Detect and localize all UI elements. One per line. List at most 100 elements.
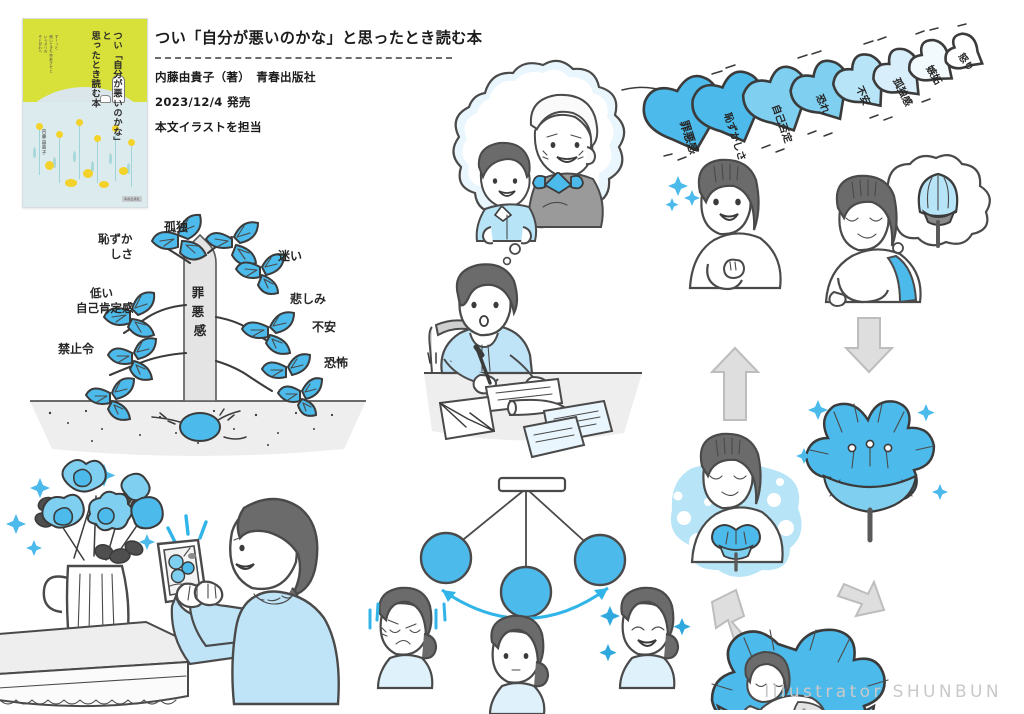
flower-vase-still-life bbox=[0, 459, 189, 708]
child-figure bbox=[475, 141, 538, 245]
cover-flower bbox=[65, 179, 77, 187]
letter-sheet-front bbox=[522, 415, 586, 459]
tree-label-kyofu: 恐怖 bbox=[324, 355, 348, 370]
cover-leaf bbox=[127, 163, 130, 174]
cover-flower bbox=[99, 181, 109, 188]
mobile-balance-diagram bbox=[368, 476, 691, 714]
photographer-head bbox=[229, 497, 319, 607]
chair-back bbox=[428, 326, 433, 374]
weight-right bbox=[573, 533, 627, 587]
tree-label-low-self-esteem: 低い自己肯定感 bbox=[76, 286, 134, 315]
person-writing-at-desk bbox=[424, 263, 642, 459]
face-sad bbox=[368, 586, 447, 690]
stems bbox=[57, 495, 139, 561]
cover-cat bbox=[100, 95, 111, 103]
motion-lines bbox=[427, 352, 437, 364]
sparkle-group bbox=[665, 176, 700, 212]
vase-shading bbox=[77, 573, 115, 637]
cover-author: 内藤由貴子 bbox=[42, 129, 47, 155]
cover-stem bbox=[115, 129, 116, 181]
worry-lines bbox=[368, 602, 447, 630]
cover-flower bbox=[76, 119, 83, 126]
meta-role: 本文イラストを担当 bbox=[155, 120, 262, 134]
cover-stem bbox=[39, 127, 40, 175]
weight-center bbox=[499, 565, 553, 619]
cover-stem bbox=[79, 123, 80, 179]
emotion-tree-diagram: 罪 悪 感 孤独 恥ずかしさ 迷い 低い自己肯定感 悲しみ 不安 禁止令 恐怖 bbox=[30, 213, 366, 456]
self-care-flower-cycle bbox=[665, 153, 991, 710]
cover-flower bbox=[128, 139, 135, 146]
cover-leaf bbox=[91, 161, 94, 172]
tree-label-mayoi: 迷い bbox=[278, 248, 302, 263]
tree-label-hazukashisa: 恥ずかしさ bbox=[98, 232, 133, 261]
meta-author-publisher: 内藤由貴子（著） 青春出版社 bbox=[155, 70, 316, 84]
tree-label-fuan: 不安 bbox=[312, 319, 336, 334]
cover-leaf bbox=[53, 157, 56, 168]
header-block: つい「自分が悪いのかな」と思ったとき読む本 内藤由貴子（著） 青春出版社 202… bbox=[155, 26, 585, 135]
cover-publisher: 青春出版社 bbox=[121, 196, 142, 202]
finger-lines bbox=[187, 583, 217, 601]
illustrator-credit: Illustrator SHUNBUN bbox=[764, 682, 1002, 702]
cover-leaf bbox=[109, 153, 112, 164]
seed-of-guilt bbox=[179, 412, 221, 442]
cover-flower bbox=[112, 125, 119, 132]
vase-handle bbox=[42, 575, 69, 614]
flower-sparkles bbox=[796, 400, 948, 500]
cover-flower bbox=[119, 167, 128, 175]
screen-flowers bbox=[168, 547, 196, 587]
arc-arrow-right bbox=[594, 588, 608, 600]
woman-calm-figure bbox=[824, 174, 922, 307]
soil-speckles bbox=[48, 409, 334, 446]
letter-lines-front bbox=[533, 427, 575, 443]
page-title: つい「自分が悪いのかな」と思ったとき読む本 bbox=[155, 29, 483, 47]
cover-leaf bbox=[73, 151, 76, 162]
arrow-up-left bbox=[709, 346, 761, 421]
bud-thought-bubble bbox=[882, 153, 991, 265]
collar-detail bbox=[253, 593, 293, 602]
woman-with-flower-glow bbox=[670, 432, 802, 577]
blanket-dots bbox=[802, 708, 806, 710]
book-cover-image: つい「自分が悪いのかな」と 思ったとき読む本 ずーっと 続いてきた 思考グセ と… bbox=[22, 18, 148, 208]
writer-figure bbox=[440, 263, 550, 397]
flash-lines bbox=[166, 514, 208, 546]
arrow-down-right bbox=[843, 317, 895, 374]
cover-flower bbox=[45, 161, 54, 170]
blue-flowers bbox=[41, 459, 164, 532]
arrow-down-into-bed bbox=[836, 579, 886, 618]
chest-flower bbox=[711, 524, 761, 572]
meta-release-date: 2023/12/4 発売 bbox=[155, 95, 251, 109]
cloth-fold bbox=[0, 675, 187, 689]
cover-stem bbox=[131, 143, 132, 187]
cover-catchcopy: ずーっと 続いてきた 思考グセ と いうオリの そとがわへ bbox=[38, 35, 59, 73]
cover-flower bbox=[94, 135, 101, 142]
woman-joyful-figure bbox=[665, 158, 782, 291]
flower-stamens bbox=[847, 439, 893, 469]
leaf-clusters bbox=[84, 213, 324, 421]
paper-lines bbox=[495, 386, 553, 401]
cover-stem bbox=[59, 135, 60, 183]
thought-bubble-mother-and-child bbox=[452, 59, 626, 266]
person-photographing-flowers bbox=[156, 497, 340, 706]
cover-flower bbox=[83, 169, 93, 178]
cover-title-text: つい「自分が悪いのかな」と 思ったとき読む本 bbox=[89, 31, 122, 147]
heart-motion-ticks bbox=[663, 23, 967, 161]
cover-flower bbox=[36, 123, 43, 130]
heart-6: 孤独感 bbox=[872, 47, 920, 108]
cover-leaf bbox=[33, 147, 36, 158]
photographer-body bbox=[231, 590, 340, 706]
hand-right bbox=[193, 580, 224, 607]
person-sleeping-in-flower bbox=[710, 628, 889, 710]
tree-label-kinshirei: 禁止令 bbox=[58, 341, 95, 356]
title-divider bbox=[155, 57, 452, 59]
hanger-bar bbox=[497, 476, 567, 493]
blooming-flower bbox=[796, 400, 948, 543]
tree-label-kodoku: 孤独 bbox=[164, 219, 188, 234]
happy-sparkles bbox=[599, 606, 691, 662]
heart-7: 嫉妬 bbox=[907, 38, 954, 87]
face-happy bbox=[599, 586, 691, 690]
face-neutral bbox=[488, 614, 550, 714]
arc-arrow-left bbox=[442, 590, 456, 602]
heart-4: 恐れ bbox=[789, 59, 849, 121]
envelope-flap bbox=[439, 402, 495, 432]
